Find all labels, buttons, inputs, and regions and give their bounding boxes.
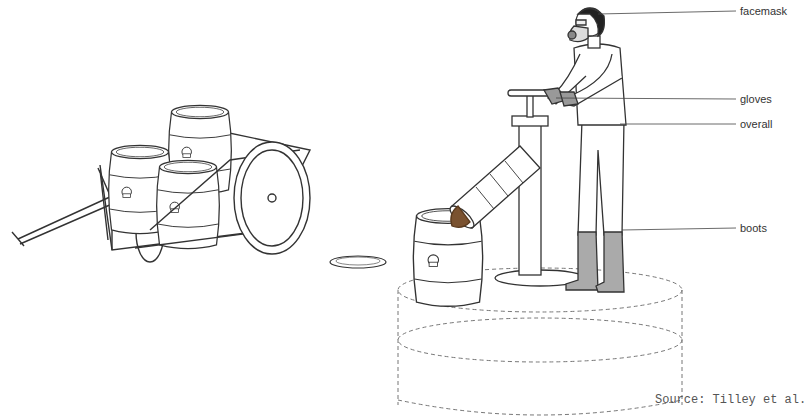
pump-rod — [527, 95, 533, 117]
pump — [447, 90, 550, 275]
leader-line — [598, 11, 736, 14]
cart-handle — [12, 196, 112, 246]
neck — [588, 36, 600, 48]
barrel-lid — [330, 256, 386, 268]
barrel-lid — [336, 257, 380, 265]
callout-label: overall — [740, 117, 772, 131]
pit-ring — [398, 318, 682, 362]
cart-wheel — [234, 142, 310, 254]
callout-label: gloves — [740, 92, 772, 106]
wheel-rim — [241, 150, 303, 246]
pit-bottom — [398, 400, 682, 415]
cart — [12, 130, 310, 262]
glove — [560, 92, 578, 106]
cart-front — [135, 142, 310, 254]
barrel — [157, 160, 220, 248]
chute-band — [476, 161, 523, 209]
goggles — [576, 20, 586, 25]
worker — [544, 8, 626, 292]
mask-filter — [568, 31, 576, 39]
boot — [566, 232, 598, 290]
leader-lines — [556, 11, 736, 230]
wheel-hub — [268, 194, 276, 202]
source-caption: Source: Tilley et al. 2014 — [655, 393, 812, 407]
leader-line — [622, 228, 736, 230]
leader-line — [620, 124, 736, 125]
pit-wall — [398, 290, 682, 405]
overall-legs — [578, 120, 624, 235]
pump-handle — [508, 90, 550, 96]
sludge — [451, 206, 470, 227]
callout-label: facemask — [740, 4, 787, 18]
leader-line — [556, 98, 736, 99]
chute-mouth — [447, 203, 477, 232]
pump-pipe — [519, 120, 541, 275]
callout-label: boots — [740, 221, 767, 235]
boot — [596, 232, 624, 292]
